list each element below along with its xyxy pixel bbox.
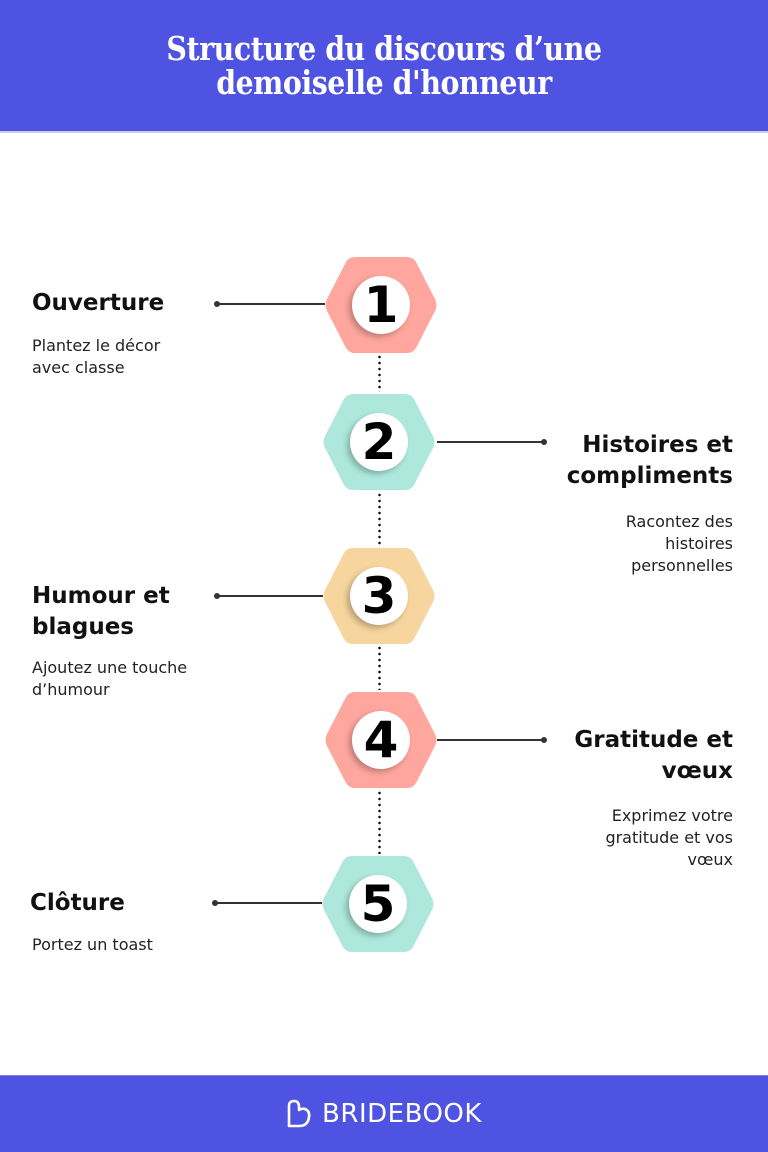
step-1-title: Ouverture	[32, 290, 165, 316]
connector-dot	[212, 900, 218, 906]
connector-dot	[541, 737, 547, 743]
step-4-title: Gratitude et vœux	[574, 727, 733, 784]
heart-outline-icon	[287, 1099, 311, 1128]
timeline-dots	[378, 492, 381, 546]
step-4-hexagon: 4	[325, 690, 437, 790]
step-2-title: Histoires et compliments	[566, 432, 733, 489]
header-banner: Structure du discours d’une demoiselle d…	[0, 0, 768, 133]
connector-dot	[214, 301, 220, 307]
step-3-description: Ajoutez une touche d’humour	[32, 658, 188, 699]
step-number-circle: 4	[352, 711, 410, 769]
step-number-circle: 1	[352, 276, 410, 334]
step-5-title: Clôture	[30, 890, 125, 916]
step-3-connector	[217, 595, 323, 597]
step-number-circle: 5	[349, 875, 407, 933]
step-1-description: Plantez le décor avec classe	[32, 336, 161, 377]
step-number-circle: 2	[350, 413, 408, 471]
step-5-hexagon: 5	[322, 854, 434, 954]
brand-logo: BRIDEBOOK	[286, 1099, 482, 1129]
brand-name: BRIDEBOOK	[322, 1099, 482, 1129]
connector-dot	[541, 439, 547, 445]
step-number: 2	[361, 413, 397, 471]
step-1-connector	[217, 303, 325, 305]
timeline-dots	[378, 354, 381, 392]
step-number-circle: 3	[350, 567, 408, 625]
step-2-hexagon: 2	[323, 392, 435, 492]
footer-banner: BRIDEBOOK	[0, 1075, 768, 1152]
timeline-dots	[378, 790, 381, 854]
step-number: 4	[363, 711, 399, 769]
timeline-dots	[378, 645, 381, 690]
step-1-hexagon: 1	[325, 255, 437, 355]
step-2-description: Racontez des histoires personnelles	[625, 512, 733, 575]
step-number: 1	[363, 276, 399, 334]
step-number: 3	[361, 567, 397, 625]
step-3-hexagon: 3	[323, 546, 435, 646]
step-5-connector	[216, 902, 322, 904]
connector-dot	[214, 593, 220, 599]
step-2-connector	[437, 441, 544, 443]
step-3-title: Humour et blagues	[32, 583, 170, 640]
step-5-description: Portez un toast	[32, 935, 153, 954]
step-4-description: Exprimez votre gratitude et vos vœux	[605, 806, 733, 869]
page-title: Structure du discours d’une demoiselle d…	[166, 28, 602, 102]
step-number: 5	[360, 875, 396, 933]
step-4-connector	[437, 739, 544, 741]
